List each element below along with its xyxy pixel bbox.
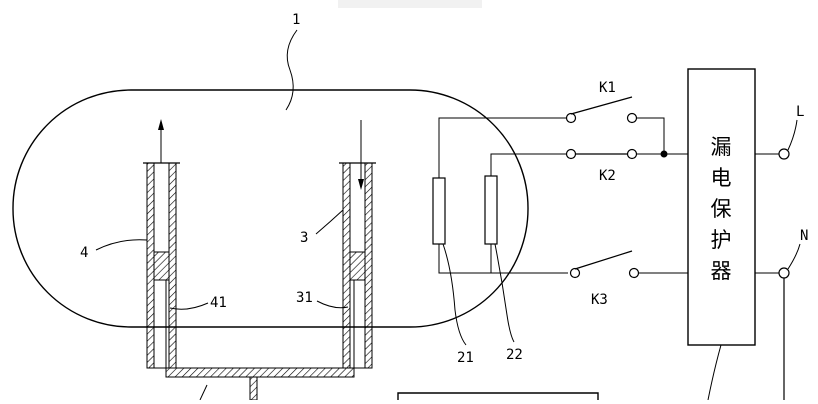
k1-wire	[636, 117, 665, 154]
wire-22-k2	[490, 153, 568, 176]
switch-k2	[565, 148, 688, 160]
heating-element-22	[484, 175, 498, 245]
leader-1	[285, 29, 298, 111]
left-pipe-assembly	[143, 119, 180, 369]
switch-k1	[565, 96, 665, 154]
protector-char-2: 电	[711, 166, 732, 190]
down-arrow-icon	[358, 179, 364, 190]
k3-terminal-b	[628, 267, 640, 279]
left-seal	[153, 251, 170, 281]
label-k3: K3	[591, 292, 608, 308]
terminal-n	[778, 267, 790, 279]
protector-char-5: 器	[711, 259, 732, 283]
protector-char-3: 保	[711, 197, 732, 221]
leader-protector	[707, 344, 722, 401]
k3-terminal-a	[569, 267, 581, 279]
drain-pipe	[249, 376, 258, 401]
k3-blade	[574, 250, 633, 270]
k2-terminal-b	[626, 148, 638, 160]
heating-element-circuit	[432, 117, 568, 274]
leader-n	[787, 243, 801, 270]
junction-dot	[660, 150, 668, 158]
tank-body	[12, 89, 529, 328]
k1-blade	[570, 96, 633, 115]
left-outer-wall-right	[168, 162, 177, 369]
k1-terminal-a	[565, 112, 577, 124]
leader-41	[169, 302, 209, 310]
leakage-protector-box	[687, 68, 756, 346]
right-outer-wall-right	[364, 162, 373, 369]
wire-21-k1	[438, 117, 568, 178]
right-seal	[349, 251, 366, 281]
up-arrow-icon	[158, 119, 164, 130]
bottom-connecting-pipe	[165, 367, 355, 378]
label-l: L	[796, 104, 804, 120]
protector-char-1: 漏	[711, 135, 732, 159]
leader-l	[787, 119, 798, 151]
label-k2: K2	[599, 168, 616, 184]
k1-terminal-b	[626, 112, 638, 124]
scan-artifact	[338, 0, 482, 8]
switch-k3	[569, 250, 688, 279]
bottom-box-partial	[397, 392, 599, 400]
leader-3	[315, 209, 344, 235]
terminal-l	[778, 148, 790, 160]
wire-common-k3	[438, 244, 568, 274]
label-n: N	[800, 228, 808, 244]
k2-terminal-a	[565, 148, 577, 160]
label-3: 3	[300, 230, 308, 246]
leader-31	[316, 300, 349, 309]
label-1: 1	[292, 12, 300, 28]
right-pipe-assembly	[339, 120, 376, 369]
label-4: 4	[80, 245, 88, 261]
label-21: 21	[457, 350, 474, 366]
right-outer-wall-left	[342, 162, 351, 369]
label-41: 41	[210, 295, 227, 311]
heating-element-21	[432, 177, 446, 245]
leader-4	[95, 239, 148, 251]
leader-22	[494, 243, 515, 343]
label-22: 22	[506, 347, 523, 363]
left-outer-wall-left	[146, 162, 155, 369]
leader-21	[442, 243, 467, 346]
lower-leader-left	[199, 384, 208, 401]
label-31: 31	[296, 290, 313, 306]
protector-char-4: 护	[711, 228, 732, 252]
label-k1: K1	[599, 80, 616, 96]
